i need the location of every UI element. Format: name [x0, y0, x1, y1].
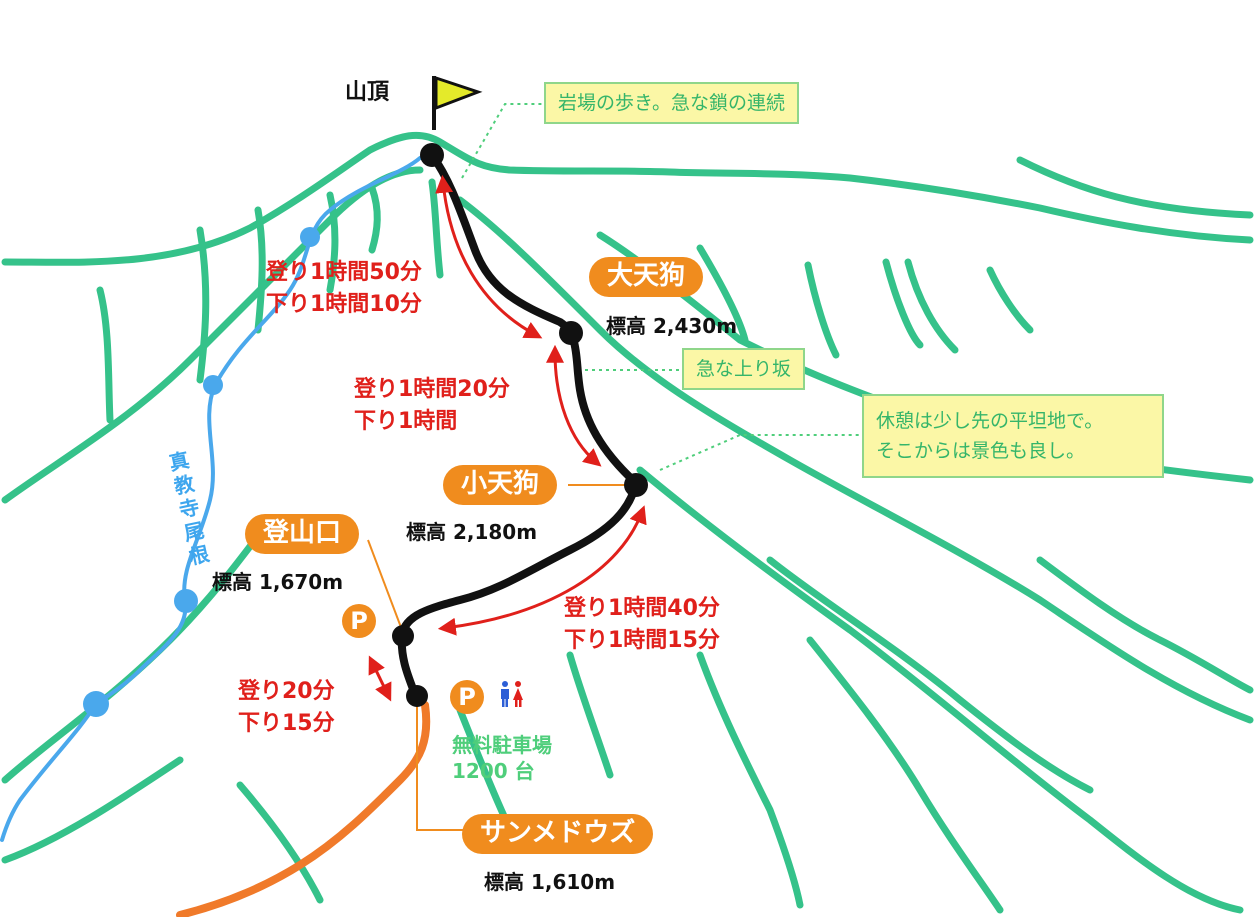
time-down: 下り1時間 — [354, 409, 458, 434]
time-up: 登り1時間20分 — [354, 377, 510, 402]
elevation-kotengu: 標高 2,180m — [406, 520, 538, 544]
waypoint-tozanguchi: 登山口 — [245, 514, 360, 554]
time-summit-daitengu: 登り1時間50分 下り1時間10分 — [266, 257, 422, 321]
time-down: 下り15分 — [238, 711, 335, 736]
time-down: 下り1時間10分 — [266, 292, 422, 317]
segment-arrows — [368, 174, 647, 702]
note-rest-area: 休憩は少し先の平坦地で。 そこからは景色も良し。 — [862, 394, 1164, 478]
label-leaders — [367, 484, 632, 831]
time-up: 登り20分 — [238, 679, 335, 704]
elevation-tozanguchi: 標高 1,670m — [212, 570, 344, 594]
daitengu-node — [559, 321, 583, 345]
time-kotengu-tozanguchi: 登り1時間40分 下り1時間15分 — [564, 593, 720, 657]
parking-info: 無料駐車場 1200 台 — [452, 732, 552, 784]
parking-icon: P — [342, 604, 376, 638]
note-rest-line1: 休憩は少し先の平坦地で。 — [876, 410, 1104, 432]
kotengu-node — [624, 473, 648, 497]
flag-icon — [432, 75, 483, 130]
terrain-lines — [1, 131, 1254, 914]
waypoint-kotengu: 小天狗 — [443, 465, 558, 505]
note-steep-slope: 急な上り坂 — [682, 348, 806, 390]
main-ridge-line — [1, 131, 1254, 266]
access-road — [176, 701, 431, 917]
parking-icon: P — [450, 680, 484, 714]
stream — [0, 156, 422, 842]
note-rest-line2: そこからは景色も良し。 — [876, 440, 1086, 462]
time-tozanguchi-sunmeadows: 登り20分 下り15分 — [238, 676, 335, 740]
time-up: 登り1時間50分 — [266, 260, 422, 285]
waypoint-daitengu: 大天狗 — [589, 257, 704, 297]
toilet-icon — [501, 681, 523, 707]
tozanguchi-node — [392, 625, 414, 647]
time-up: 登り1時間40分 — [564, 596, 720, 621]
parking-letter: P — [350, 607, 368, 635]
elevation-sunmeadows: 標高 1,610m — [484, 870, 616, 894]
waypoint-sunmeadows: サンメドウズ — [462, 814, 654, 854]
summit-node — [420, 143, 444, 167]
parking-letter: P — [458, 683, 476, 711]
time-down: 下り1時間15分 — [564, 628, 720, 653]
sunmeadows-node — [406, 685, 428, 707]
summit-label: 山頂 — [345, 80, 390, 105]
parking-info-line2: 1200 台 — [452, 759, 535, 783]
note-rock-section: 岩場の歩き。急な鎖の連続 — [544, 82, 800, 124]
parking-info-line1: 無料駐車場 — [452, 733, 552, 757]
elevation-daitengu: 標高 2,430m — [606, 314, 738, 338]
time-daitengu-kotengu: 登り1時間20分 下り1時間 — [354, 374, 510, 438]
route-nodes — [392, 143, 648, 707]
